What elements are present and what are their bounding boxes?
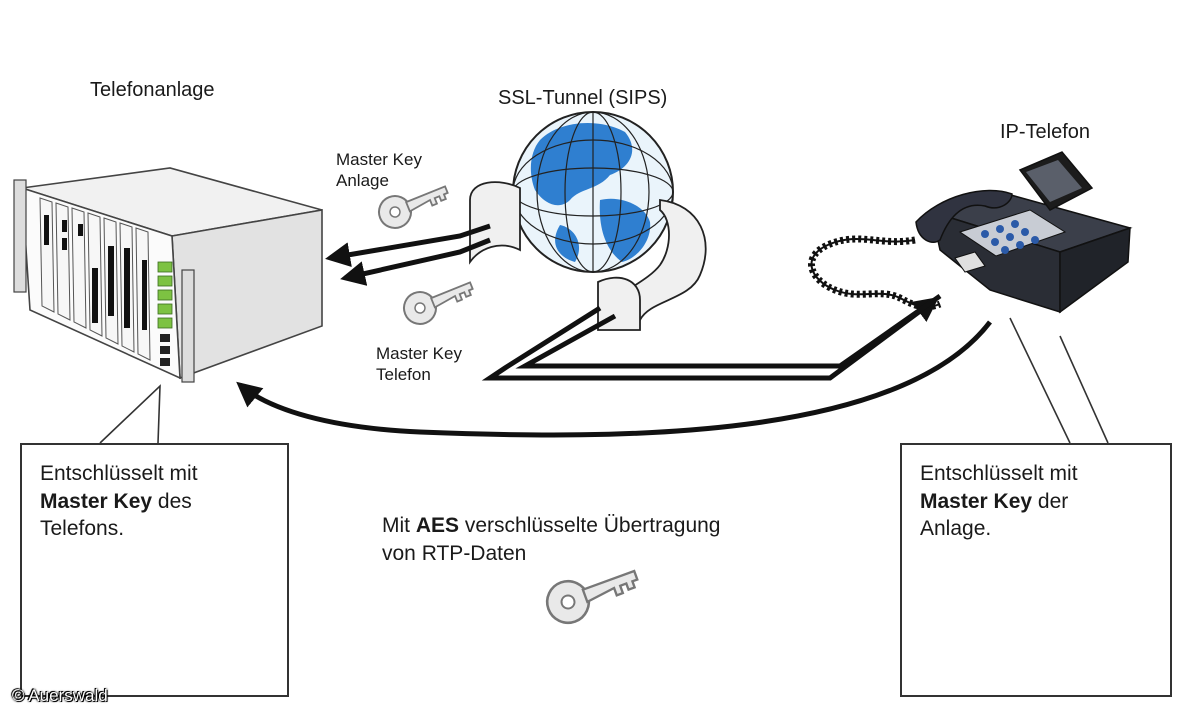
center-note: Mit AES verschlüsselte Übertragung von R…: [382, 512, 720, 567]
left-callout-line2: Master Key des: [40, 488, 198, 516]
globe-icon: [512, 111, 674, 273]
phone-label: IP-Telefon: [1000, 121, 1091, 143]
key-pbx-label: Master Key Anlage: [336, 150, 422, 191]
ip-phone-icon: [808, 151, 1133, 314]
left-callout-line1: Entschlüsselt mit: [40, 462, 198, 485]
right-callout-line2: Master Key der: [920, 488, 1078, 516]
right-callout-box: [900, 443, 1172, 697]
left-callout-bold: Master Key: [40, 489, 153, 513]
copyright-text: © Auerswald: [12, 686, 108, 705]
key-icon: [398, 271, 479, 330]
key-phone-label-line2: Telefon: [376, 364, 431, 384]
right-callout-line2-rest: der: [1032, 489, 1069, 513]
center-note-line1: Mit AES verschlüsselte Übertragung: [382, 512, 720, 540]
data-path-arrows: [236, 223, 992, 438]
key-icon: [540, 556, 645, 630]
right-callout-bold: Master Key: [920, 489, 1033, 513]
key-phone-label-line1: Master Key: [376, 344, 462, 363]
right-callout-line1: Entschlüsselt mit: [920, 462, 1078, 485]
right-callout-line3: Anlage.: [920, 517, 992, 541]
key-pbx-label-line1: Master Key: [336, 150, 422, 169]
center-note-line2: von RTP-Daten: [382, 541, 527, 565]
key-pbx-label-line2: Anlage: [336, 170, 389, 190]
left-callout-text: Entschlüsselt mit Master Key des Telefon…: [40, 460, 198, 543]
tunnel-label: SSL-Tunnel (SIPS): [498, 87, 668, 109]
key-phone-label: Master Key Telefon: [376, 344, 462, 385]
right-callout-text: Entschlüsselt mit Master Key der Anlage.: [920, 460, 1078, 543]
center-note-bold: AES: [415, 514, 460, 537]
center-note-rest: verschlüsselte Übertragung: [459, 514, 721, 537]
left-callout-box: [20, 443, 289, 697]
left-callout-line2-rest: des: [152, 489, 192, 513]
left-callout-line3: Telefons.: [40, 517, 125, 541]
center-note-prefix: Mit: [382, 514, 416, 537]
pbx-label: Telefonanlage: [90, 79, 215, 101]
callout-lines: [99, 317, 1109, 444]
pbx-rack-icon: [13, 167, 323, 383]
